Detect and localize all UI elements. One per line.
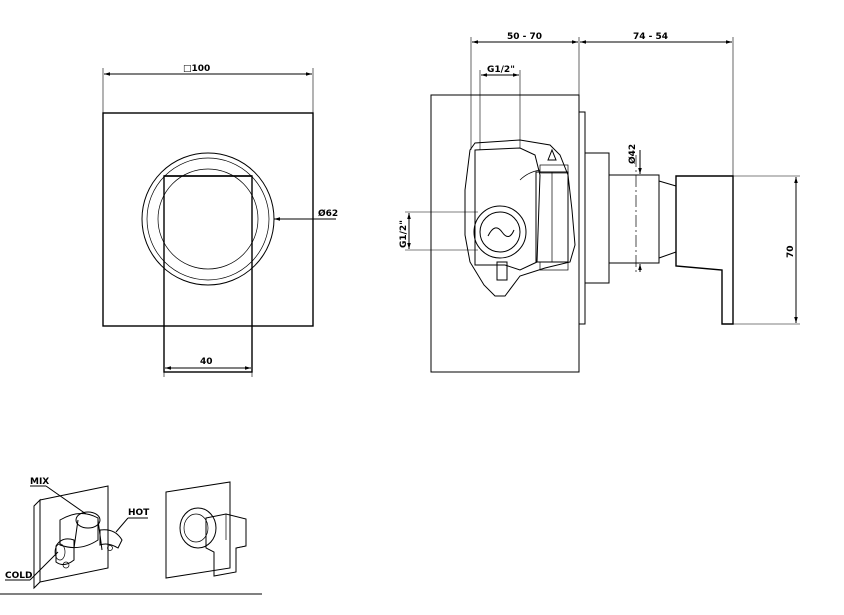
hot-label: HOT xyxy=(128,508,150,518)
rosette-inner xyxy=(146,157,270,281)
side-view: 50 - 70 74 - 54 G1/2" G1/2" Ø42 70 xyxy=(399,32,800,373)
front-view: □100 Ø62 40 xyxy=(102,64,338,377)
mix-label: MIX xyxy=(30,477,49,487)
plate-size-label: □100 xyxy=(183,64,210,74)
handle-lever xyxy=(675,175,734,325)
rosette-outer xyxy=(141,152,275,286)
inlet-thread-top-label: G1/2" xyxy=(487,65,515,75)
wall-plate xyxy=(578,111,586,325)
iso-views: MIX HOT COLD xyxy=(0,477,262,595)
wall-section xyxy=(430,94,580,373)
wall-depth-label: 50 - 70 xyxy=(507,32,542,42)
projection-label: 74 - 54 xyxy=(633,32,668,42)
rosette-core xyxy=(157,168,259,270)
body-diameter-label: Ø42 xyxy=(627,144,638,164)
rosette-diameter-label: Ø62 xyxy=(318,208,338,219)
cold-label: COLD xyxy=(5,571,32,581)
trim-iso xyxy=(165,481,231,579)
inlet-thread-left-label: G1/2" xyxy=(399,220,409,248)
handle-width-label: 40 xyxy=(200,357,213,367)
handle-height-label: 70 xyxy=(786,245,796,258)
rosette-body xyxy=(584,152,610,284)
valve-cartridge xyxy=(473,205,527,259)
handle xyxy=(163,175,253,373)
